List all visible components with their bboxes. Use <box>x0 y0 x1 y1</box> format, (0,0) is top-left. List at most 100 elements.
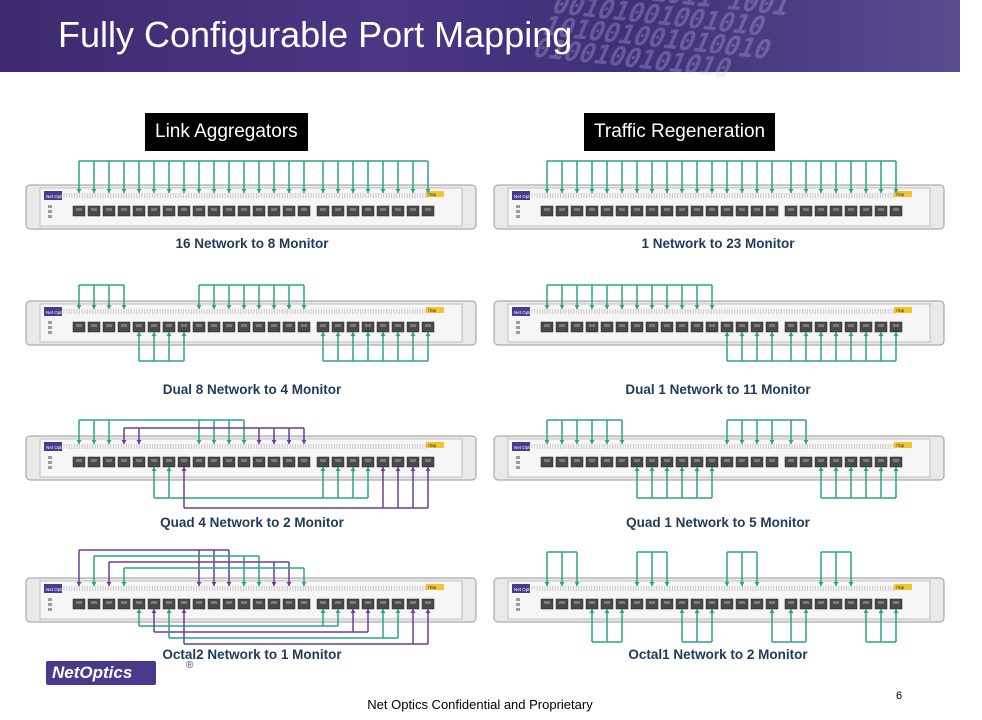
arrow-head <box>91 440 97 444</box>
arrow-head <box>121 305 127 309</box>
arrow-head <box>301 440 307 444</box>
port-latch <box>788 324 794 327</box>
arrow-head <box>241 582 247 586</box>
status-led <box>516 321 520 324</box>
arrow-head <box>410 332 416 336</box>
port-latch <box>286 324 292 327</box>
status-led <box>516 598 520 601</box>
port-latch <box>136 324 142 327</box>
port-latch <box>365 208 371 211</box>
port-latch <box>226 208 232 211</box>
status-led <box>516 603 520 606</box>
arrow-head <box>604 305 610 309</box>
port-latch <box>226 601 232 604</box>
arrow-head <box>619 440 625 444</box>
arrow-head <box>739 332 745 336</box>
port-latch <box>833 459 839 462</box>
port-latch <box>848 459 854 462</box>
arrow-head <box>425 467 431 471</box>
port-latch <box>395 459 401 462</box>
arrow-head <box>286 305 292 309</box>
port-latch <box>425 459 431 462</box>
port-latch <box>226 324 232 327</box>
port-latch <box>709 601 715 604</box>
arrow-head <box>365 467 371 471</box>
status-led <box>516 205 520 208</box>
status-led <box>516 608 520 611</box>
port-latch <box>151 324 157 327</box>
arrow-head <box>739 582 745 586</box>
port-latch <box>803 208 809 211</box>
arrow-head <box>694 305 700 309</box>
port-latch <box>136 601 142 604</box>
arrow-head <box>709 609 715 613</box>
port-latch <box>226 459 232 462</box>
net-optics-badge <box>512 442 530 451</box>
net-optics-badge <box>512 584 530 593</box>
port-latch <box>106 459 112 462</box>
port-latch <box>769 208 775 211</box>
arrow-head <box>256 582 262 586</box>
arrow-head <box>634 582 640 586</box>
port-latch <box>589 324 595 327</box>
port-latch <box>211 324 217 327</box>
port-latch <box>574 601 580 604</box>
port-latch <box>106 324 112 327</box>
port-latch <box>664 601 670 604</box>
port-latch <box>410 324 416 327</box>
link-aggregators-label: Link Aggregators <box>145 113 308 151</box>
arrow-head <box>395 332 401 336</box>
port-latch <box>589 208 595 211</box>
vent-strip <box>63 193 426 198</box>
arrow-head <box>121 189 127 193</box>
port-latch <box>151 601 157 604</box>
net-optics-badge <box>44 307 62 316</box>
port-latch <box>271 459 277 462</box>
arrow-head <box>271 189 277 193</box>
arrow-head <box>181 332 187 336</box>
arrow-head <box>271 440 277 444</box>
port-latch <box>211 459 217 462</box>
arrow-head <box>769 440 775 444</box>
arrow-head <box>803 440 809 444</box>
port-latch <box>664 459 670 462</box>
port-latch <box>818 459 824 462</box>
arrow-head <box>878 467 884 471</box>
arrow-head <box>106 189 112 193</box>
arrow-head <box>724 582 730 586</box>
arrow-head <box>211 440 217 444</box>
port-latch <box>410 208 416 211</box>
arrow-head <box>271 305 277 309</box>
arrow-head <box>574 440 580 444</box>
port-latch <box>380 324 386 327</box>
arrow-head <box>574 582 580 586</box>
port-latch <box>769 459 775 462</box>
port-latch <box>241 324 247 327</box>
port-latch <box>604 601 610 604</box>
port-latch <box>350 601 356 604</box>
itap-tag-text: iTap <box>896 443 905 448</box>
port-latch <box>271 601 277 604</box>
arrow-head <box>559 305 565 309</box>
port-latch <box>350 459 356 462</box>
arrow-head <box>788 332 794 336</box>
port-latch <box>724 459 730 462</box>
arrow-head <box>679 305 685 309</box>
status-led <box>48 598 52 601</box>
port-latch <box>166 324 172 327</box>
itap-tag-text: iTap <box>896 585 905 590</box>
port-latch <box>709 208 715 211</box>
port-latch <box>893 459 899 462</box>
arrow-head <box>395 467 401 471</box>
arrow-head <box>709 467 715 471</box>
port-latch <box>286 601 292 604</box>
itap-tag <box>894 584 912 590</box>
arrow-head <box>803 189 809 193</box>
port-latch <box>833 601 839 604</box>
arrow-head <box>619 305 625 309</box>
status-led <box>48 608 52 611</box>
arrow-head <box>286 189 292 193</box>
port-latch <box>301 459 307 462</box>
